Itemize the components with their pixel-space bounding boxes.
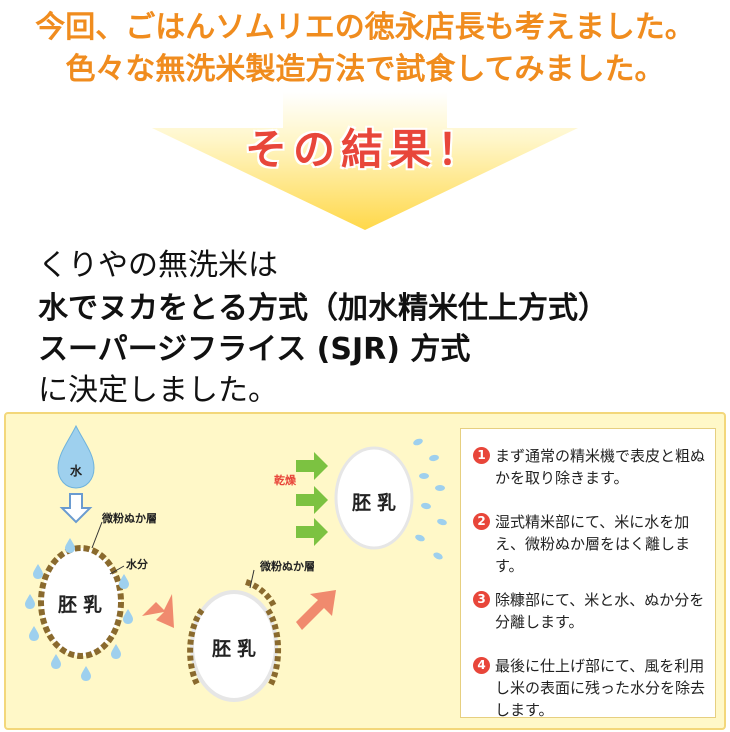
water-label: 水 [70,464,83,478]
water-droplets-icon [25,538,133,681]
up-right-arrow-icon [296,590,336,630]
grain-1-label: 胚乳 [58,594,109,616]
grain-3-label: 胚乳 [352,492,403,514]
down-arrow-icon [59,493,93,524]
step-3: 3 除糠部にて、米と水、ぬか分を分離します。 [473,589,711,633]
step-number-badge: 4 [473,657,490,674]
step-text: 湿式精米部にて、米に水を加え、微粉ぬか層をはく離します。 [495,513,691,575]
step-text: 最後に仕上げ部にて、風を利用し米の表面に残った水分を除去します。 [495,657,706,719]
spray-droplets-icon [413,438,447,560]
grain-2-label: 胚乳 [212,638,263,660]
right-arrow-icon [142,594,174,628]
body-line-2: 水でヌカをとる方式（加水精米仕上方式） [38,291,608,326]
steps-box: 1 まず通常の精米機で表皮と粗ぬかを取り除きます。 2 湿式精米部にて、米に水を… [460,428,716,721]
header-line-1: 今回、ごはんソムリエの徳永店長も考えました。 [35,10,695,45]
step-text: まず通常の精米機で表皮と粗ぬかを取り除きます。 [495,447,706,487]
header-line-2: 色々な無洗米製造方法で試食してみました。 [65,52,665,87]
step-number-badge: 2 [473,513,490,530]
grain-3-shape [334,446,414,550]
dry-label: 乾燥 [274,474,296,487]
grain-2-shape [190,590,278,702]
down-arrow-banner [152,92,578,230]
step-number-badge: 1 [473,447,490,464]
water-drop-icon [57,424,95,489]
process-diagram: 水 微粉ぬか層 水分 胚乳 微粉ぬか層 胚乳 乾燥 胚乳 [6,414,456,732]
wind-arrows-icon [296,452,328,546]
body-line-1: くりやの無洗米は [38,248,278,283]
step-text: 除糠部にて、米と水、ぬか分を分離します。 [495,591,705,631]
step-4: 4 最後に仕上げ部にて、風を利用し米の表面に残った水分を除去します。 [473,655,711,721]
process-panel: 水 微粉ぬか層 水分 胚乳 微粉ぬか層 胚乳 乾燥 胚乳 1 まず通常の精米機で… [4,412,726,730]
step-1: 1 まず通常の精米機で表皮と粗ぬかを取り除きます。 [473,445,711,489]
body-line-4: に決定しました。 [38,373,278,408]
result-title: その結果！ [244,125,485,174]
step-2: 2 湿式精米部にて、米に水を加え、微粉ぬか層をはく離します。 [473,511,711,577]
grain-1-shape [38,545,124,659]
bran-layer-label: 微粉ぬか層 [102,512,157,525]
step-number-badge: 3 [473,591,490,608]
bran-layer-label-2: 微粉ぬか層 [260,560,315,573]
moisture-label: 水分 [126,558,148,571]
body-line-3: スーパージフライス (SJR) 方式 [38,332,471,367]
